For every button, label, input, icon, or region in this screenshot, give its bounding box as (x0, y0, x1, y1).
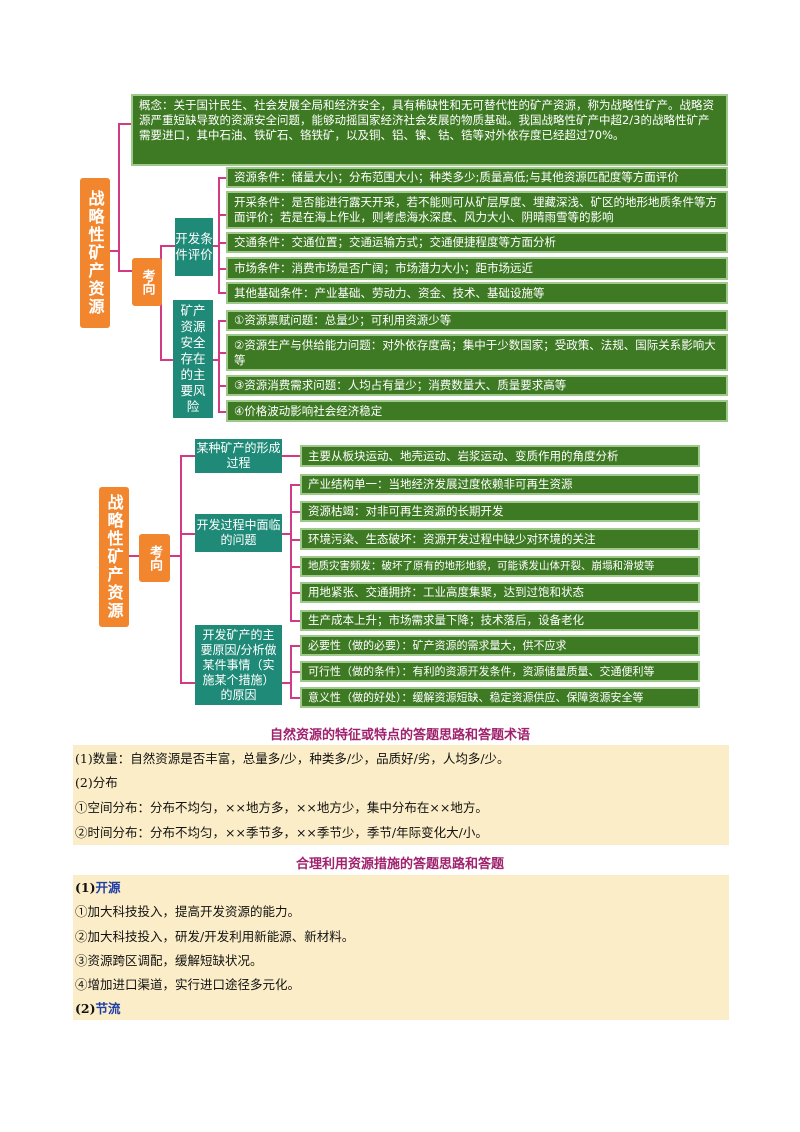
section2-line: ④增加进口渠道，实行进口途径多元化。 (75, 977, 301, 992)
section1-line: ①空间分布：分布不均匀，××地方多，××地方少，集中分布在××地方。 (75, 800, 488, 815)
section1-line: (2)分布 (75, 775, 118, 790)
section1-title: 自然资源的特征或特点的答题思路和答题术语 (269, 728, 530, 743)
section1-line: ②时间分布：分布不均匀，××季节多，××季节少，季节/年际变化大/小。 (75, 825, 488, 840)
risk-item: ②资源生产与供给能力问题：对外依存度高；集中于少数国家；受政策、法规、国际关系影… (226, 334, 728, 371)
bottom-root-node: 战略性矿产资源 (99, 487, 129, 627)
risk-item: ③资源消费需求问题：人均占有量少；消费数量大、质量要求高等 (226, 375, 728, 396)
risk-item: ④价格波动影响社会经济稳定 (226, 400, 728, 422)
section2-heading-1: (1)开源 (75, 880, 121, 895)
dev-item: 其他基础条件：产业基础、劳动力、资金、技术、基础设施等 (226, 282, 728, 304)
section1-line: (1)数量：自然资源是否丰富，总量多/少，种类多/少，品质好/劣，人均多/少。 (75, 751, 510, 766)
formation-item: 主要从板块运动、地壳运动、岩浆运动、变质作用的角度分析 (300, 445, 700, 467)
problem-item: 环境污染、生态破坏：资源开发过程中缺少对环境的关注 (300, 528, 700, 550)
risk-item: ①资源禀赋问题：总量少；可利用资源少等 (226, 310, 728, 331)
problem-item: 生产成本上升；市场需求量下降；技术落后，设备老化 (300, 610, 700, 631)
section2-heading-2: (2)节流 (75, 1001, 121, 1016)
reason-item: 意义性（做的好处）：缓解资源短缺、稳定资源供应、保障资源安全等 (300, 687, 700, 708)
top-root-node: 战略性矿产资源 (80, 178, 110, 328)
problem-item: 产业结构单一：当地经济发展过度依赖非可再生资源 (300, 474, 700, 495)
dev-item: 交通条件：交通位置；交通运输方式；交通便捷程度等方面分析 (226, 232, 728, 253)
section2-line: ③资源跨区调配，缓解短缺状况。 (75, 953, 263, 968)
problem-item: 资源枯竭：对非可再生资源的长期开发 (300, 501, 700, 522)
reasons-node: 开发矿产的主要原因/分析做某件事情（实施某个措施）的原因 (195, 625, 282, 705)
reason-item: 必要性（做的必要）：矿产资源的需求量大，供不应求 (300, 635, 700, 656)
bottom-kaoxiang-node: 考向 (139, 534, 170, 582)
reason-item: 可行性（做的条件）：有利的资源开发条件，资源储量质量、交通便利等 (300, 661, 700, 682)
risk-node: 矿产资源安全存在的主要风险 (173, 300, 213, 418)
dev-item: 资源条件：储量大小；分布范围大小；种类多少;质量高低;与其他资源匹配度等方面评价 (226, 167, 728, 188)
dev-item: 开采条件：是否能进行露天开采，若不能则可从矿层厚度、埋藏深浅、矿区的地形地质条件… (226, 191, 728, 229)
top-kaoxiang-node: 考向 (132, 258, 162, 306)
formation-node: 某种矿产的形成过程 (195, 439, 282, 473)
section2-line: ②加大科技投入，研发/开发利用新能源、新材料。 (75, 929, 355, 944)
section2-line: ①加大科技投入，提高开发资源的能力。 (75, 904, 301, 919)
concept-box: 概念：关于国计民生、社会发展全局和经济安全，具有稀缺性和无可替代性的矿产资源，称… (131, 94, 728, 166)
dev-eval-node: 开发条件评价 (175, 218, 213, 276)
problem-item: 用地紧张、交通拥挤：工业高度集聚，达到过饱和状态 (300, 582, 700, 603)
section2-panel (73, 875, 729, 1020)
section1-panel (73, 745, 729, 845)
section2-title: 合理利用资源措施的答题思路和答题 (295, 857, 504, 872)
problems-node: 开发过程中面临的问题 (195, 514, 282, 552)
dev-item: 市场条件：消费市场是否广阔；市场潜力大小；距市场远近 (226, 257, 728, 280)
problem-item: 地质灾害频发：破坏了原有的地形地貌，可能诱发山体开裂、崩塌和滑坡等 (300, 556, 700, 577)
